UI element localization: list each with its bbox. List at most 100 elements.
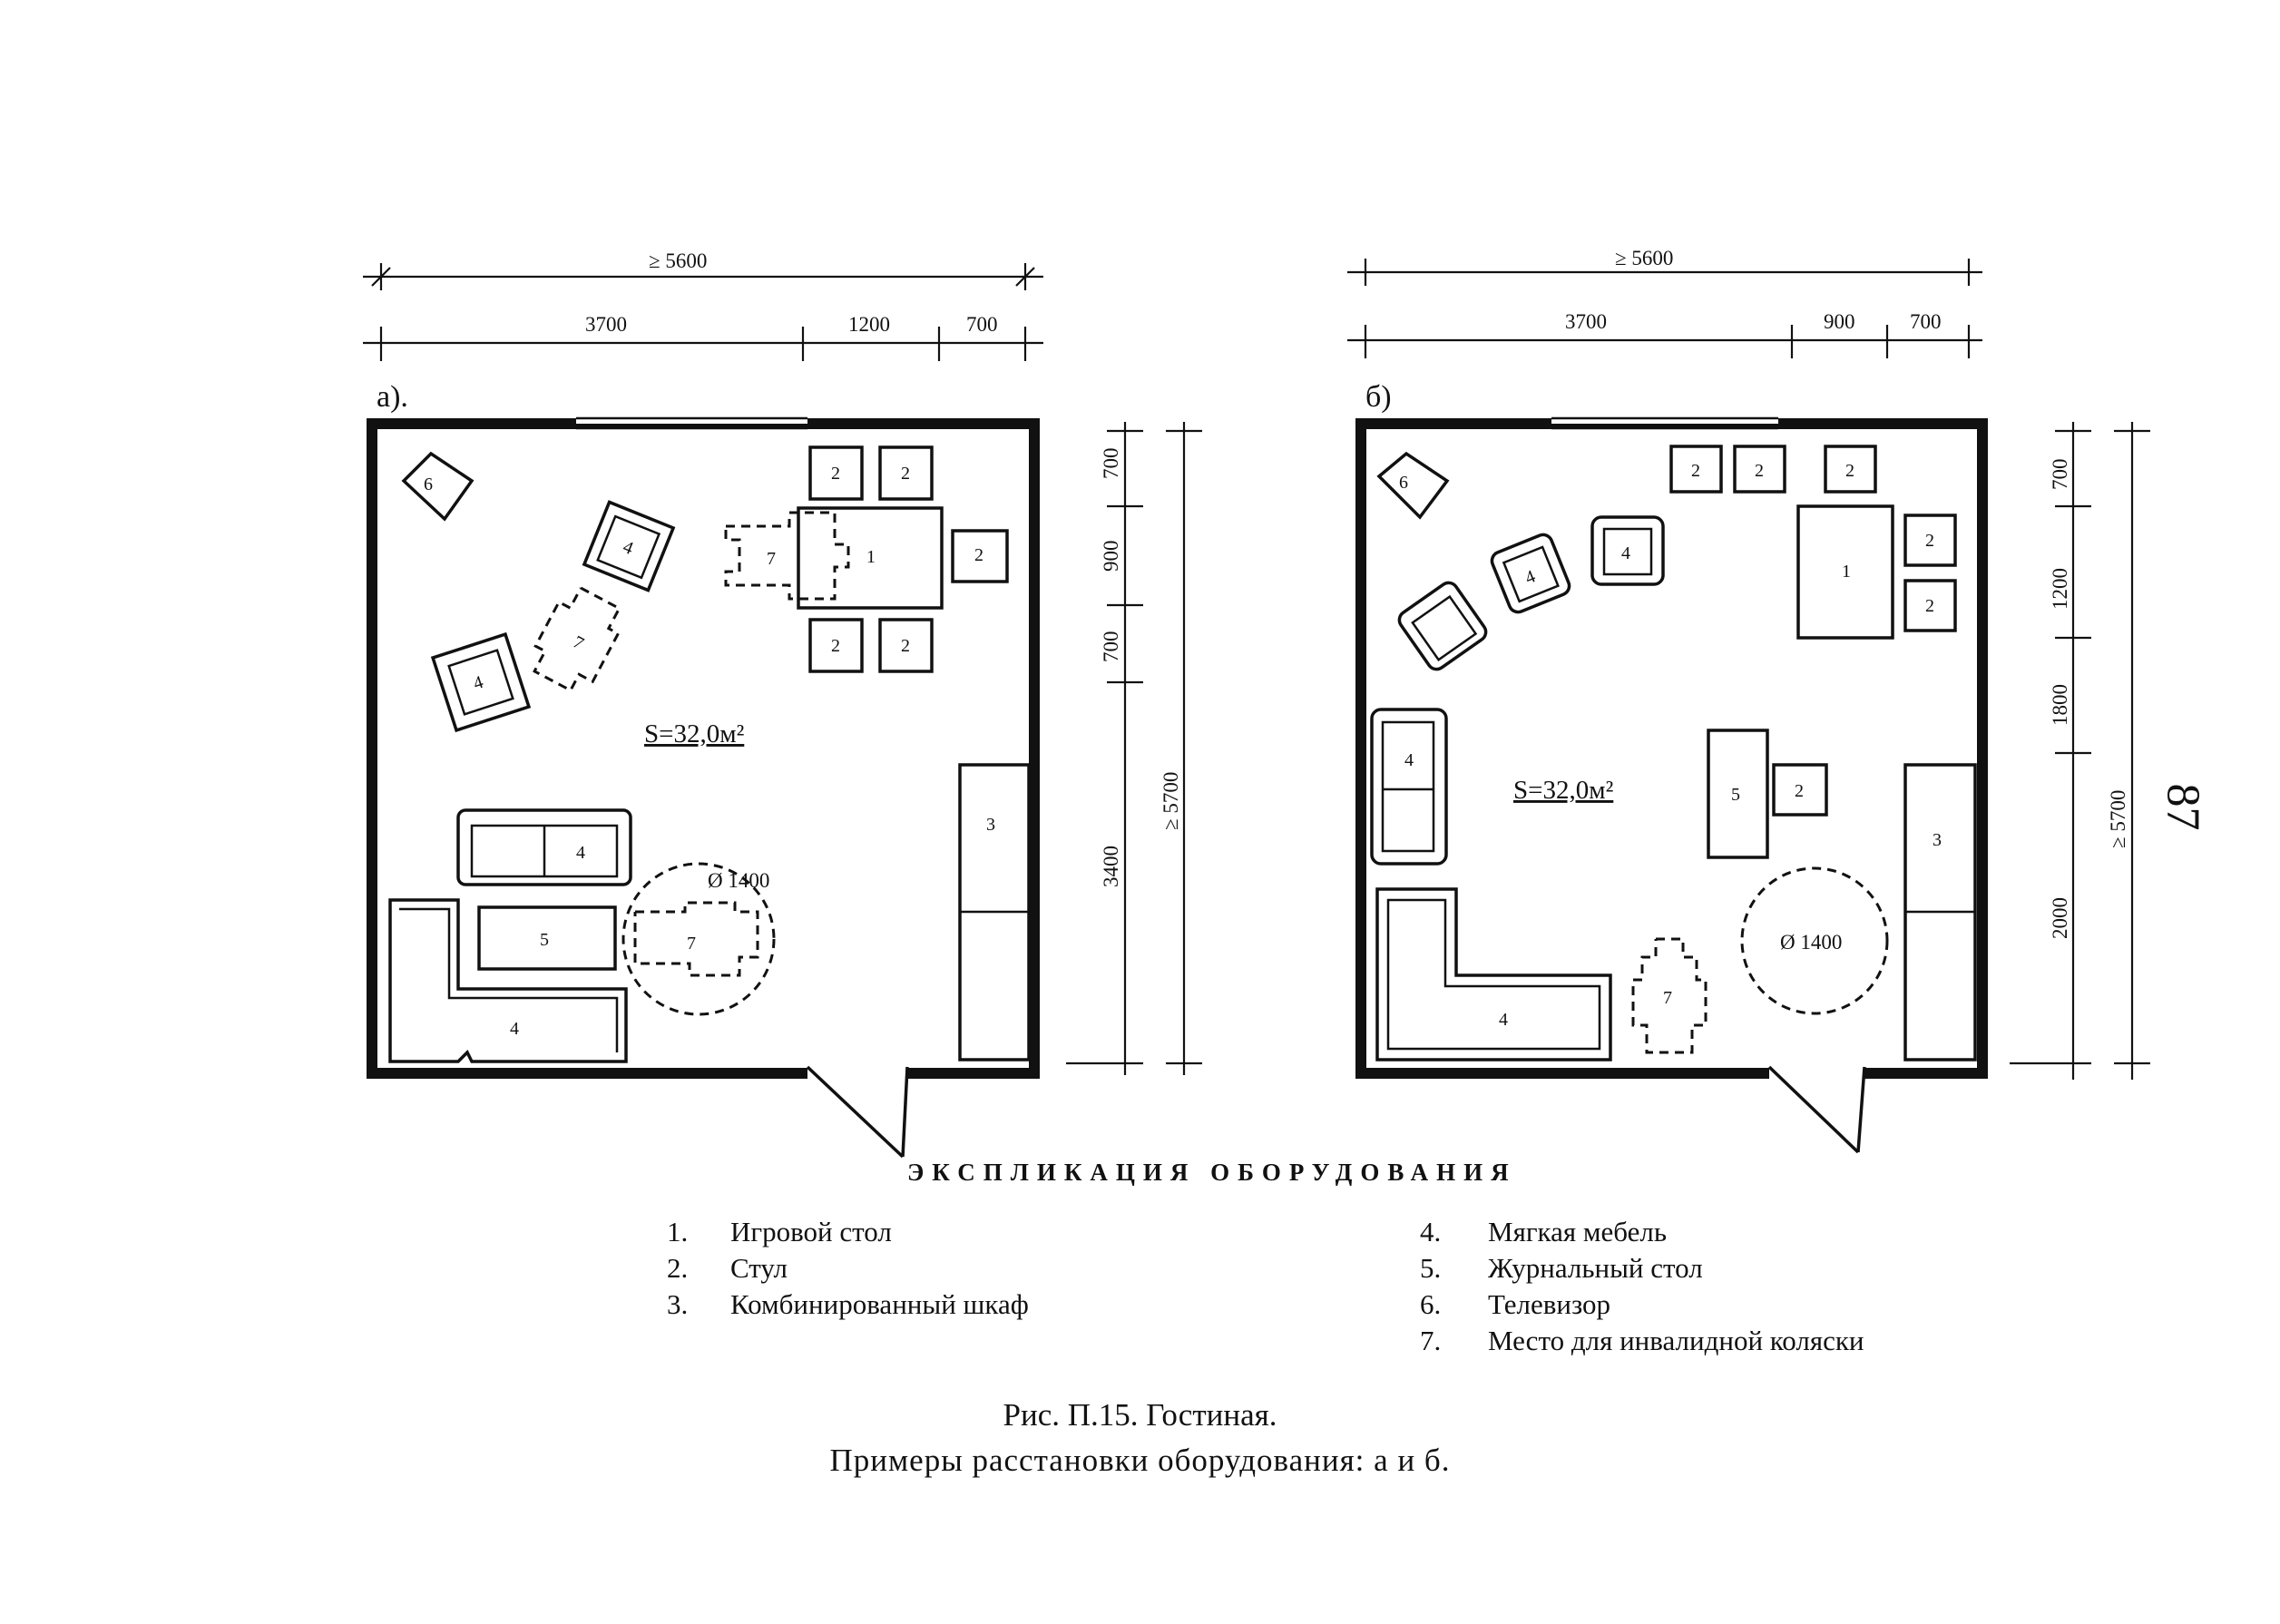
legend-num: 7. [1420,1325,1442,1356]
plan-b: ≥ 5600 3700 900 700 б) 6 [1347,247,2150,1154]
plan-b-chair-num: 2 [1691,461,1700,481]
legend-item: 7. Место для инвалидной коляски [1420,1325,1964,1361]
plan-b-wheelchair-num: 7 [1663,988,1672,1008]
plan-b-armchair-2-num: 4 [1522,566,1539,588]
legend-text: Стул [730,1252,788,1284]
plan-a-vdim-1: 700 [1100,448,1122,480]
plan-a-armchair-1-num: 4 [620,537,636,559]
plan-a-game-table: 1 [797,506,944,610]
plan-a-vdim-total: ≥ 5700 [1160,772,1182,830]
plan-b-vdim-4: 2000 [2049,897,2071,939]
plan-a-label: а). [377,380,408,414]
plan-b-label: б) [1365,380,1392,414]
plan-a-chair-num: 2 [901,636,910,656]
plan-b-corner-sofa-num: 4 [1499,1010,1508,1030]
plan-a-vdim-4: 3400 [1100,846,1122,887]
figure-caption-subtitle: Примеры расстановки оборудования: а и б. [829,1443,1451,1478]
plan-b-area: S=32,0м² [1513,776,1614,805]
plan-a-turn-circle: 7 Ø 1400 [621,862,776,1016]
plan-b-chair-num: 2 [1755,461,1764,481]
plan-b-vdim-2: 1200 [2049,568,2071,610]
plan-b-game-table: 1 [1796,504,1894,640]
plan-b-walls [1355,416,1988,1154]
legend-text: Телевизор [1488,1288,1611,1320]
plan-a-chair-num: 2 [831,464,840,484]
legend-text: Место для инвалидной коляски [1488,1325,1864,1356]
figure-caption-title: Рис. П.15. Гостиная. [1003,1397,1277,1433]
plan-a-cabinet-num: 3 [986,815,995,835]
legend-left: 1. Игровой стол 2. Стул 3. Комбинированн… [667,1216,1302,1361]
plan-a-armchair-2-num: 4 [471,672,485,694]
plan-b-table-num: 1 [1842,562,1851,582]
plan-a-wheelchair-1-num: 7 [570,632,587,654]
legend-item: 5. Журнальный стол [1420,1252,1964,1288]
plan-b-dim-total: ≥ 5600 [1615,247,1673,269]
plan-a-chair-num: 2 [901,464,910,484]
plan-b-dim-right: 700 [1910,310,1942,333]
legend-num: 6. [1420,1288,1442,1320]
plan-b-circle-label: Ø 1400 [1780,931,1842,954]
plan-a-corner-sofa-num: 4 [510,1019,519,1039]
plan-a-armchair-2: 4 [430,631,532,733]
plan-a-coffee-table: 5 [477,905,617,971]
plan-a-walls [367,416,1040,1159]
plan-a-circle-label: Ø 1400 [708,869,769,892]
page-number: 87 [2157,783,2209,831]
legend-text: Мягкая мебель [1488,1216,1668,1247]
plan-a-vdim-2: 900 [1100,541,1122,572]
plan-b-dim-left: 3700 [1565,310,1607,333]
plan-a-corner-sofa: 4 [388,898,628,1063]
legend-text: Журнальный стол [1488,1252,1703,1284]
legend-item: 4. Мягкая мебель [1420,1216,1964,1252]
plan-b-chair-num: 2 [1925,596,1934,616]
plan-a-dim-left: 3700 [585,313,627,336]
plan-b-chair-num: 2 [1925,531,1934,551]
plan-b-coffee-table-num: 5 [1731,785,1740,805]
legend-item: 3. Комбинированный шкаф [667,1288,1211,1325]
legend-text: Игровой стол [730,1216,892,1247]
plan-b-chair-num: 2 [1845,461,1854,481]
plan-a-wheelchair-2-num: 7 [767,549,776,569]
plan-a-chair-num: 2 [974,545,983,565]
plan-a-top-dimensions: ≥ 5600 3700 1200 700 [363,249,1043,361]
legend-num: 3. [667,1288,689,1320]
plan-a-cabinet: 3 [958,763,1031,1061]
plan-b-wheelchair: 7 [1631,937,1708,1054]
plan-a-dim-mid: 1200 [848,313,890,336]
plan-b-sofa: 4 [1370,708,1448,866]
plan-a-tv-num: 6 [424,474,433,494]
plan-a: ≥ 5600 3700 1200 700 а). 6 [363,249,1202,1159]
plan-b-armchair-2: 4 [1490,533,1571,614]
plan-b-armchair-1 [1397,581,1488,671]
plan-b-chair-num: 2 [1795,781,1804,801]
plan-a-dim-total: ≥ 5600 [649,249,707,272]
plan-a-table-num: 1 [866,547,876,567]
plan-a-right-dimensions: 700 900 700 3400 ≥ 5700 [1066,422,1202,1075]
plan-b-cabinet: 3 [1903,763,1977,1061]
plan-a-area: S=32,0м² [644,719,745,748]
plan-b-top-dimensions: ≥ 5600 3700 900 700 [1347,247,1982,358]
plan-a-armchair-1: 4 [582,500,676,592]
legend-num: 4. [1420,1216,1442,1247]
plan-b-armchair-3: 4 [1590,515,1665,586]
plan-a-wheelchair-1: 7 [533,586,621,692]
plan-a-wheelchair-2: 7 [724,511,850,601]
plan-b-turn-circle: Ø 1400 [1740,866,1889,1015]
legend-right: 4. Мягкая мебель 5. Журнальный стол 6. Т… [1420,1216,2055,1370]
plan-b-armchair-3-num: 4 [1621,543,1630,563]
plan-b-vdim-1: 700 [2049,459,2071,491]
plan-a-dim-right: 700 [966,313,998,336]
legend-num: 5. [1420,1252,1442,1284]
plan-a-chairs: 2 2 2 2 2 [808,445,1009,673]
legend-text: Комбинированный шкаф [730,1288,1029,1320]
plan-a-circle-7: 7 [687,934,696,954]
plan-a-coffee-table-num: 5 [540,930,549,950]
plan-a-vdim-3: 700 [1100,631,1122,663]
plan-b-coffee-table: 5 [1707,729,1769,859]
plan-b-tv: 6 [1376,451,1450,520]
plan-b-vdim-3: 1800 [2049,684,2071,726]
legend-item: 2. Стул [667,1252,1211,1288]
plan-b-chairs: 2 2 2 2 2 2 [1669,445,1957,817]
plan-b-right-dimensions: 700 1200 1800 2000 ≥ 5700 [2010,422,2150,1080]
